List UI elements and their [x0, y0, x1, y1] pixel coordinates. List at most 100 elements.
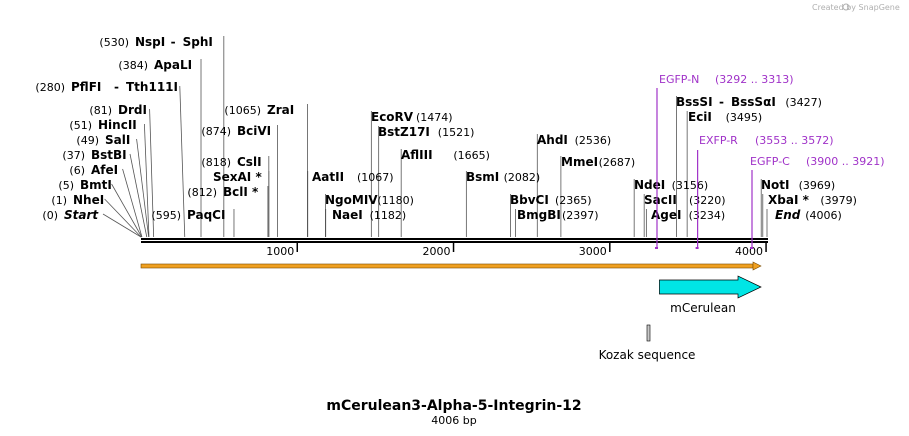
site-position: (1182)	[370, 209, 407, 222]
site-position: (3427)	[785, 96, 822, 109]
site-name: XbaI *	[768, 193, 810, 207]
site-position: (384)	[118, 59, 148, 72]
site-xbai: XbaI * (3979)	[768, 193, 857, 207]
site-name-alt: Tth111I	[126, 80, 178, 94]
site-name-alt: BssSαI	[731, 95, 776, 109]
site-pflfi: (280)PflFI-Tth111I	[35, 80, 178, 94]
site-name: BstBI	[91, 148, 127, 162]
site-name: SexAI *	[213, 170, 262, 184]
site-ecorv: EcoRV(1474)	[371, 110, 453, 124]
site-name: AatII	[312, 170, 344, 184]
site-sexai: SexAI *	[213, 170, 262, 184]
site-line-pflfi	[179, 85, 186, 238]
site-name: BssSI	[676, 95, 713, 109]
site-name: NheI	[73, 193, 104, 207]
site-afei: (6)AfeI	[69, 163, 118, 177]
site-position: (3495)	[726, 111, 763, 124]
site-ngomiv: NgoMIV(1180)	[325, 193, 414, 207]
site-name: BmgBI	[517, 208, 561, 222]
site-position: (2397)	[562, 209, 599, 222]
site-line-start	[102, 213, 142, 238]
site-afliii: AflIII (1665)	[401, 148, 490, 162]
site-name: NotI	[761, 178, 790, 192]
site-name: AflIII	[401, 148, 433, 162]
primer-layer: EGFP-N(3292 .. 3313)EXFP-R(3553 .. 3572)…	[654, 73, 885, 249]
site-position: (1521)	[438, 126, 475, 139]
site-bsmi: BsmI(2082)	[466, 170, 540, 184]
sequence-backbone	[141, 238, 768, 243]
site-line-bmti	[111, 183, 143, 238]
site-position: (3979)	[820, 194, 857, 207]
site-name: CslI	[237, 155, 262, 169]
site-position: (2365)	[555, 194, 592, 207]
site-position: (81)	[89, 104, 112, 117]
site-name: BciVI	[237, 124, 271, 138]
ruler-tick-label: 1000	[266, 245, 294, 258]
ruler-tick-label: 2000	[423, 245, 451, 258]
site-line-nhei	[104, 198, 142, 238]
site-drdi: (81)DrdI	[89, 103, 147, 117]
site-position: (4006)	[805, 209, 842, 222]
site-position: (3969)	[799, 179, 836, 192]
site-position: (37)	[62, 149, 85, 162]
site-line-hincii	[144, 123, 150, 238]
site-position: (49)	[76, 134, 99, 147]
site-nspi: (530)NspI-SphI	[99, 35, 212, 49]
site-position: (3220)	[689, 194, 726, 207]
site-position: (1)	[51, 194, 67, 207]
site-position: (1067)	[357, 171, 394, 184]
site-ecii: EciI(3495)	[688, 110, 762, 124]
site-name: BbvCI	[510, 193, 549, 207]
site-position: (5)	[58, 179, 74, 192]
site-position: (51)	[69, 119, 92, 132]
site-position: (3234)	[689, 209, 726, 222]
primer-exfp-r: EXFP-R(3553 .. 3572)	[695, 134, 834, 249]
site-position: (2536)	[575, 134, 612, 147]
site-bmti: (5)BmtI	[58, 178, 111, 192]
site-end: End (4006)	[775, 208, 842, 222]
site-name-separator: -	[171, 35, 176, 49]
site-naei: NaeI (1182)	[332, 208, 406, 222]
site-position: (2082)	[504, 171, 541, 184]
site-name: NgoMIV	[325, 193, 378, 207]
site-name: ZraI	[267, 103, 294, 117]
site-position: (0)	[42, 209, 58, 222]
feature-mcerulean-label: mCerulean	[670, 301, 736, 315]
site-name: NdeI	[634, 178, 665, 192]
ruler-tick-label: 3000	[579, 245, 607, 258]
site-bstbi: (37) BstBI	[62, 148, 126, 162]
site-line-bstbi	[129, 153, 148, 238]
ruler-tick-label: 4000	[735, 245, 763, 258]
ruler-ticks: 1000 2000 3000 4000	[266, 243, 767, 258]
site-apali: (384) ApaLI	[118, 58, 192, 72]
site-name: BclI *	[223, 185, 259, 199]
site-name-separator: -	[719, 95, 724, 109]
credit-text: Created by SnapGene	[812, 3, 900, 12]
site-position: (3156)	[672, 179, 709, 192]
site-position: (1065)	[224, 104, 261, 117]
site-position: (2687)	[599, 156, 636, 169]
site-name: MmeI	[561, 155, 598, 169]
site-lines	[102, 36, 768, 238]
site-name: AhdI	[537, 133, 568, 147]
site-position: (1180)	[377, 194, 414, 207]
feature-kozak-label: Kozak sequence	[599, 348, 696, 362]
site-paqci: (595)PaqCI	[151, 208, 225, 222]
site-bbvci: BbvCI (2365)	[510, 193, 592, 207]
site-name: ApaLI	[154, 58, 192, 72]
site-name: End	[775, 208, 801, 222]
primer-name: EGFP-C	[750, 155, 790, 168]
site-bstz17i: BstZ17I(1521)	[378, 125, 474, 139]
site-position: (1665)	[453, 149, 490, 162]
site-hincii: (51)HincII	[69, 118, 136, 132]
site-line-afei	[122, 168, 143, 238]
site-bcivi: (874)BciVI	[201, 124, 271, 138]
site-name: NaeI	[332, 208, 363, 222]
site-name: NspI	[135, 35, 165, 49]
site-name-separator: -	[114, 80, 119, 94]
primer-name: EGFP-N	[659, 73, 699, 86]
site-bmgbi: BmgBI(2397)	[517, 208, 599, 222]
site-start: (0)Start	[42, 208, 99, 222]
